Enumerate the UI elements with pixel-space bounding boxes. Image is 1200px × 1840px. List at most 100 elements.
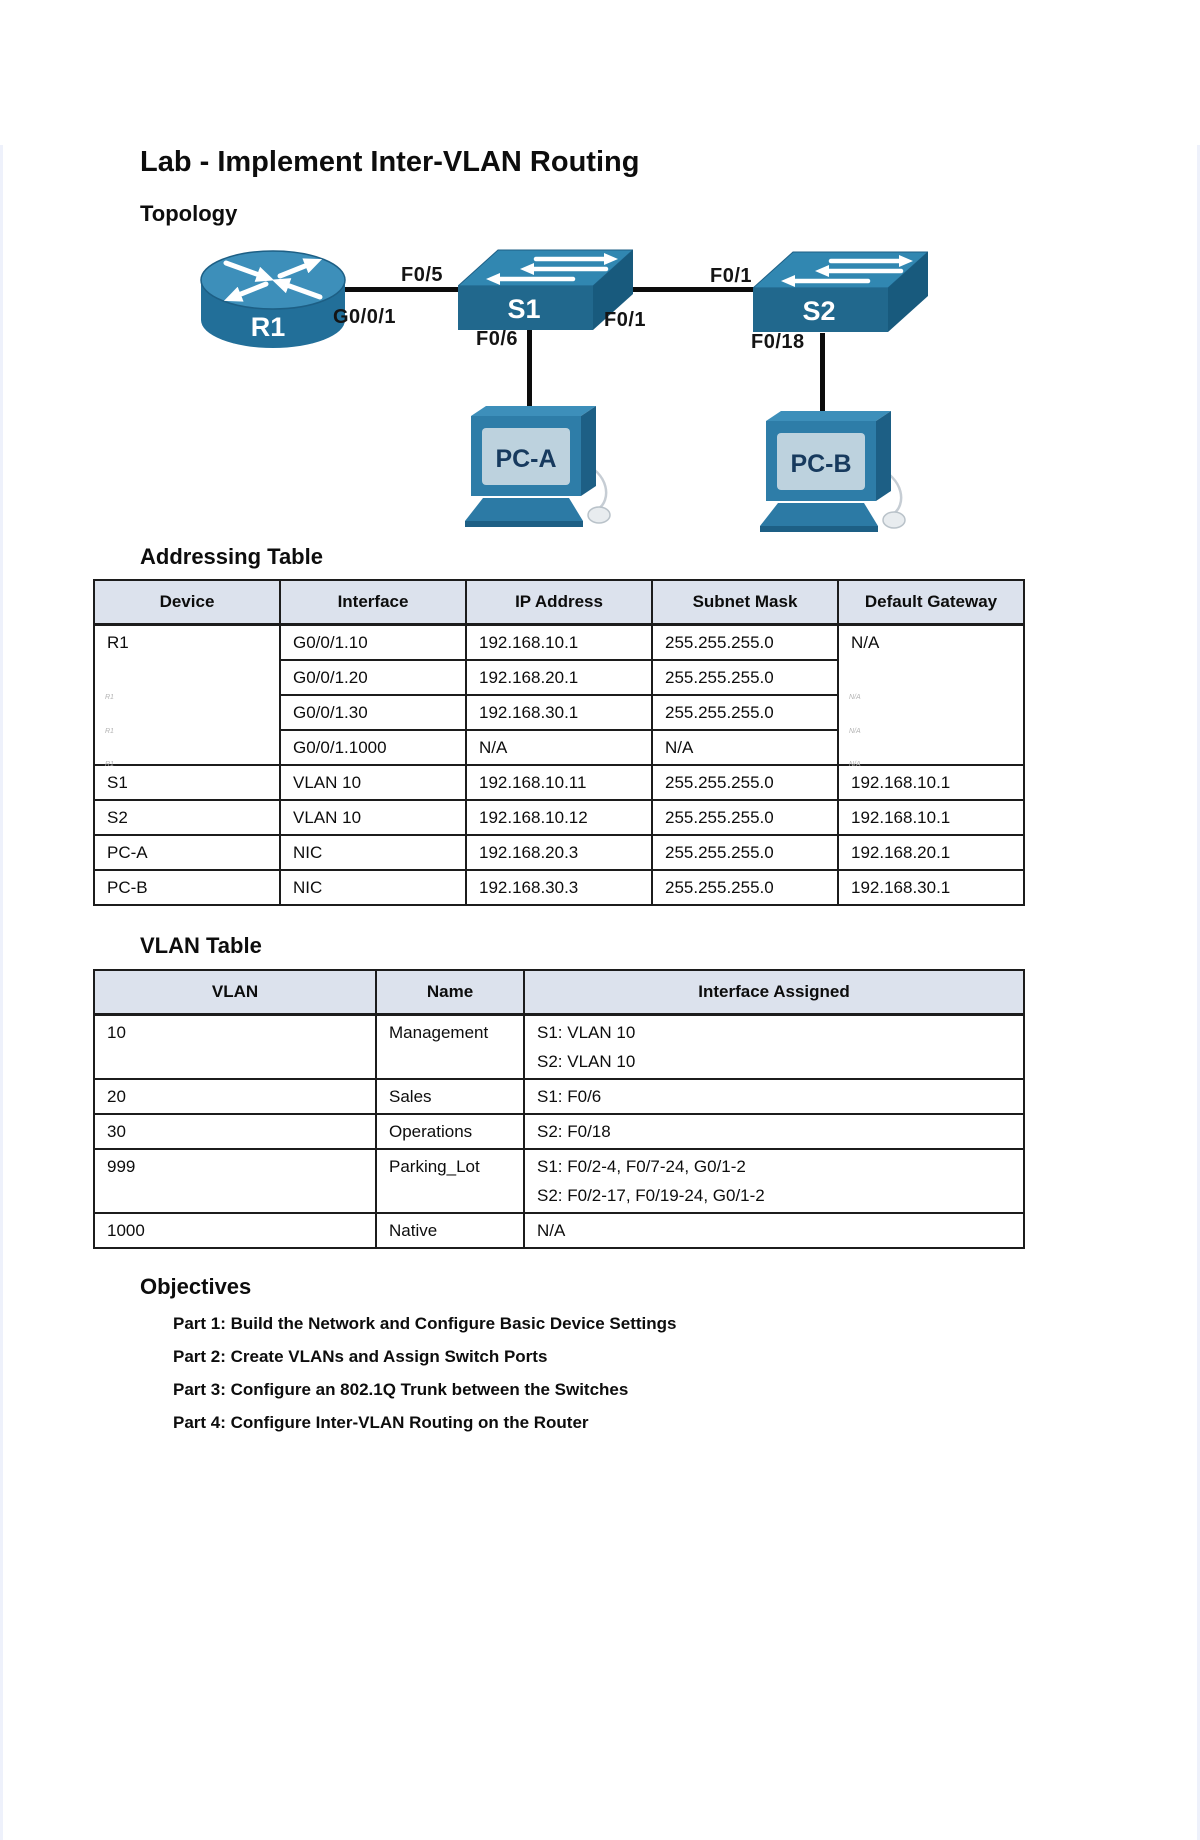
cell-ip: 192.168.30.3 bbox=[465, 869, 653, 906]
ghost-text: N/A bbox=[849, 761, 861, 768]
vlan-table-heading: VLAN Table bbox=[140, 933, 262, 958]
table-row: PC-A NIC 192.168.20.3 255.255.255.0 192.… bbox=[93, 834, 1025, 871]
cell-interfaces: S1: VLAN 10 S2: VLAN 10 bbox=[523, 1013, 1025, 1080]
switch-s1-label: S1 bbox=[507, 294, 540, 324]
switch-s1-icon: S1 bbox=[458, 249, 633, 330]
cell-gateway: 192.168.20.1 bbox=[837, 834, 1025, 871]
cell-ip: N/A bbox=[465, 729, 653, 766]
cell-name: Operations bbox=[375, 1113, 525, 1150]
cell-gateway: N/A N/A N/A N/A bbox=[837, 623, 1025, 768]
table-row: 30 Operations S2: F0/18 bbox=[93, 1113, 1025, 1150]
objective-part-2: Part 2: Create VLANs and Assign Switch P… bbox=[173, 1347, 548, 1366]
table-row: PC-B NIC 192.168.30.3 255.255.255.0 192.… bbox=[93, 869, 1025, 906]
interface-line: S2: F0/2-17, F0/19-24, G0/1-2 bbox=[537, 1186, 765, 1205]
cell-gateway: 192.168.10.1 bbox=[837, 764, 1025, 801]
objective-part-1: Part 1: Build the Network and Configure … bbox=[173, 1314, 677, 1333]
objectives-list: Part 1: Build the Network and Configure … bbox=[173, 1312, 1197, 1434]
ghost-text: N/A bbox=[849, 728, 861, 735]
cell-mask: 255.255.255.0 bbox=[651, 694, 839, 731]
port-label-f05: F0/5 bbox=[401, 264, 444, 286]
table-row: R1 R1 R1 R1 G0/0/1.10 192.168.10.1 255.2… bbox=[93, 623, 1025, 768]
table-row: 20 Sales S1: F0/6 bbox=[93, 1078, 1025, 1115]
cell-mask: 255.255.255.0 bbox=[651, 764, 839, 801]
pc-a-icon: PC-A bbox=[465, 406, 611, 527]
cell-mask: 255.255.255.0 bbox=[651, 869, 839, 906]
table-row: S1 VLAN 10 192.168.10.11 255.255.255.0 1… bbox=[93, 764, 1025, 801]
cell-ip: 192.168.30.1 bbox=[465, 694, 653, 731]
cell-ip: 192.168.10.12 bbox=[465, 799, 653, 836]
cell-name: Native bbox=[375, 1212, 525, 1249]
router-icon: R1 bbox=[200, 250, 346, 348]
cell-ip: 192.168.10.11 bbox=[465, 764, 653, 801]
interface-line: N/A bbox=[537, 1221, 566, 1240]
cell-interface: NIC bbox=[279, 834, 467, 871]
cell-gateway: 192.168.10.1 bbox=[837, 799, 1025, 836]
addressing-header-row: Device Interface IP Address Subnet Mask … bbox=[93, 579, 1025, 626]
col-header-interface: Interface bbox=[279, 579, 467, 626]
topology-diagram: R1 S1 bbox=[3, 236, 1197, 536]
cell-vlan: 1000 bbox=[93, 1212, 377, 1249]
port-label-g001: G0/0/1 bbox=[333, 306, 397, 328]
page-title: Lab - Implement Inter-VLAN Routing bbox=[140, 146, 640, 178]
col-header-mask: Subnet Mask bbox=[651, 579, 839, 626]
cell-name: Sales bbox=[375, 1078, 525, 1115]
col-header-ip: IP Address bbox=[465, 579, 653, 626]
cell-name: Parking_Lot bbox=[375, 1148, 525, 1214]
table-row: G0/0/1.20 192.168.20.1 255.255.255.0 bbox=[94, 659, 1024, 696]
cell-interface: VLAN 10 bbox=[279, 764, 467, 801]
gateway-value: N/A bbox=[851, 633, 880, 652]
cell-ip: 192.168.20.3 bbox=[465, 834, 653, 871]
cell-interface: G0/0/1.1000 bbox=[279, 729, 467, 766]
cell-mask: N/A bbox=[651, 729, 839, 766]
cell-interfaces: S2: F0/18 bbox=[523, 1113, 1025, 1150]
cell-vlan: 10 bbox=[93, 1013, 377, 1080]
port-label-f018: F0/18 bbox=[751, 331, 805, 353]
cell-device: PC-B bbox=[93, 869, 281, 906]
vlan-table: VLAN Name Interface Assigned 10 Manageme… bbox=[93, 969, 1025, 1249]
vlan-header-row: VLAN Name Interface Assigned bbox=[93, 969, 1025, 1016]
cell-vlan: 999 bbox=[93, 1148, 377, 1214]
table-row: 1000 Native N/A bbox=[93, 1212, 1025, 1249]
objective-part-4: Part 4: Configure Inter-VLAN Routing on … bbox=[173, 1413, 589, 1432]
ghost-text: N/A bbox=[849, 694, 861, 701]
cell-vlan: 20 bbox=[93, 1078, 377, 1115]
switch-s2-label: S2 bbox=[802, 296, 835, 326]
objectives-heading: Objectives bbox=[140, 1274, 252, 1299]
device-name: R1 bbox=[107, 633, 129, 652]
cell-name: Management bbox=[375, 1013, 525, 1080]
table-row: 999 Parking_Lot S1: F0/2-4, F0/7-24, G0/… bbox=[93, 1148, 1025, 1214]
cell-interface: NIC bbox=[279, 869, 467, 906]
cell-ip: 192.168.20.1 bbox=[465, 659, 653, 696]
cell-interface: G0/0/1.20 bbox=[279, 659, 467, 696]
topology-heading: Topology bbox=[140, 201, 238, 226]
lab-document-page: Lab - Implement Inter-VLAN Routing Topol… bbox=[3, 145, 1197, 1840]
col-header-name: Name bbox=[375, 969, 525, 1016]
interface-line: S1: F0/6 bbox=[537, 1087, 602, 1106]
col-header-device: Device bbox=[93, 579, 281, 626]
port-label-f01-s1: F0/1 bbox=[604, 309, 647, 331]
cell-mask: 255.255.255.0 bbox=[651, 799, 839, 836]
cell-interfaces: S1: F0/2-4, F0/7-24, G0/1-2 S2: F0/2-17,… bbox=[523, 1148, 1025, 1214]
cell-interfaces: S1: F0/6 bbox=[523, 1078, 1025, 1115]
table-row: G0/0/1.30 192.168.30.1 255.255.255.0 bbox=[94, 694, 1024, 731]
interface-line: S2: VLAN 10 bbox=[537, 1052, 636, 1071]
cell-device: S2 bbox=[93, 799, 281, 836]
objective-part-3: Part 3: Configure an 802.1Q Trunk betwee… bbox=[173, 1380, 629, 1399]
cell-device: PC-A bbox=[93, 834, 281, 871]
cell-mask: 255.255.255.0 bbox=[651, 623, 839, 661]
cell-interface: G0/0/1.10 bbox=[279, 623, 467, 661]
cell-interfaces: N/A bbox=[523, 1212, 1025, 1249]
pc-b-icon: PC-B bbox=[760, 411, 906, 532]
pc-a-label: PC-A bbox=[495, 445, 556, 473]
ghost-text: R1 bbox=[105, 694, 114, 701]
router-label: R1 bbox=[251, 312, 286, 342]
cell-interface: VLAN 10 bbox=[279, 799, 467, 836]
cell-gateway: 192.168.30.1 bbox=[837, 869, 1025, 906]
link-s1-s2 bbox=[601, 287, 768, 292]
switch-s2-icon: S2 bbox=[753, 251, 928, 332]
table-row: 10 Management S1: VLAN 10 S2: VLAN 10 bbox=[93, 1013, 1025, 1080]
ghost-text: R1 bbox=[105, 761, 114, 768]
port-label-f06: F0/6 bbox=[476, 328, 519, 350]
interface-line: S1: VLAN 10 bbox=[537, 1023, 636, 1042]
cell-mask: 255.255.255.0 bbox=[651, 834, 839, 871]
